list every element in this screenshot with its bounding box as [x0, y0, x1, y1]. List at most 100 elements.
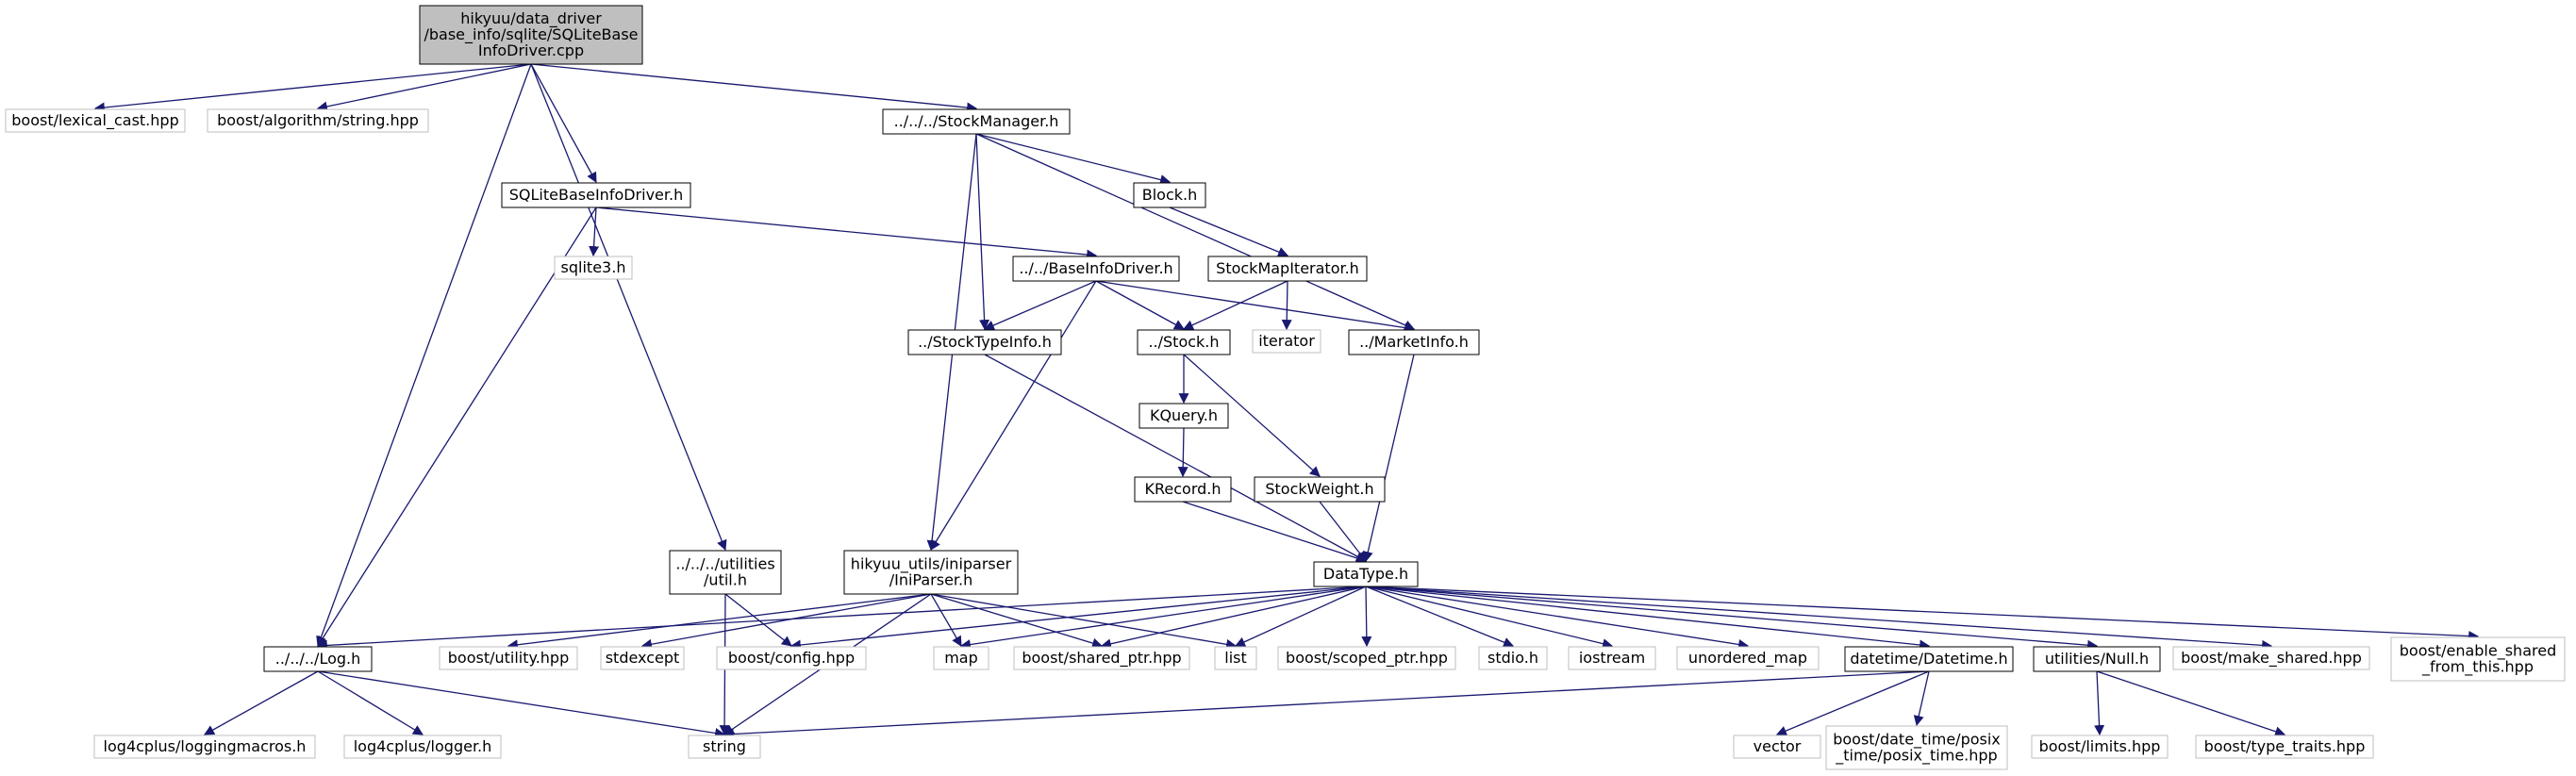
node-label: StockWeight.h	[1265, 480, 1373, 498]
edge-iniparser-to-boost_utility	[507, 593, 932, 651]
edge-datatype-to-datetime	[1365, 586, 1931, 651]
node-stocktypeinfo[interactable]: ../StockTypeInfo.h	[907, 329, 1062, 355]
edge-marketinfo-to-datatype	[1362, 354, 1415, 563]
edge-iniparser-to-boost_shared_ptr	[930, 593, 1104, 649]
node-stockweight[interactable]: StockWeight.h	[1254, 476, 1386, 503]
node-label: ../../../StockManager.h	[894, 112, 1059, 130]
edge-datetime-to-vector	[1775, 670, 1930, 736]
node-vector: vector	[1733, 735, 1821, 759]
node-string: string	[688, 735, 761, 759]
edge-kquery-to-krecord	[1177, 427, 1188, 478]
node-label: datetime/Datetime.h	[1850, 650, 2007, 668]
edge-iniparser-to-list	[930, 593, 1238, 650]
node-box	[716, 646, 867, 670]
node-datatype[interactable]: DataType.h	[1313, 561, 1419, 587]
edge-datatype-to-make_shared	[1365, 586, 2273, 651]
node-null[interactable]: utilities/Null.h	[2033, 646, 2161, 672]
nodes-layer: hikyuu/data_driver/base_info/sqlite/SQLi…	[5, 5, 2566, 770]
edge-null-to-type_traits	[2096, 670, 2286, 737]
node-box	[2172, 646, 2370, 670]
node-limits: boost/limits.hpp	[2031, 735, 2169, 759]
node-label: ../StockTypeInfo.h	[918, 333, 1052, 351]
node-boost_scoped_ptr: boost/scoped_ptr.hpp	[1277, 646, 1456, 670]
node-box	[1207, 256, 1368, 282]
edge-block-to-stockmapiterator	[1169, 206, 1289, 257]
node-kquery[interactable]: KQuery.h	[1138, 403, 1229, 429]
node-label: /util.h	[704, 571, 747, 589]
node-stdio: stdio.h	[1478, 646, 1548, 670]
node-box	[263, 646, 373, 672]
edge-datatype-to-enable_shared	[1365, 586, 2480, 642]
node-box	[1138, 403, 1229, 429]
edge-log-to-logger	[317, 670, 424, 735]
node-label: _from_this.hpp	[2421, 658, 2534, 677]
node-label: boost/lexical_cast.hpp	[11, 111, 178, 130]
edge-datatype-to-boost_scoped_ptr	[1361, 586, 1372, 648]
edge-stockmapiterator-to-stock	[1183, 280, 1288, 330]
node-box	[1134, 476, 1232, 503]
node-box	[5, 108, 186, 133]
node-stdexcept: stdexcept	[600, 646, 685, 670]
node-box	[1214, 646, 1257, 670]
node-stockmapiterator[interactable]: StockMapIterator.h	[1207, 256, 1368, 282]
edge-stockmanager-to-stocktypeinfo	[975, 133, 990, 331]
node-box	[1313, 561, 1419, 587]
node-boost_config: boost/config.hpp	[716, 646, 867, 670]
node-label: boost/algorithm/string.hpp	[217, 111, 419, 129]
node-label: KRecord.h	[1145, 480, 1222, 498]
node-box	[2033, 646, 2161, 672]
edge-iniparser-to-map	[930, 593, 962, 647]
node-label: hikyuu_utils/iniparser	[851, 555, 1012, 574]
node-list: list	[1214, 646, 1257, 670]
node-box	[1013, 646, 1190, 670]
node-box	[1252, 329, 1321, 354]
edge-baseinfodriver-to-iniparser	[930, 280, 1097, 551]
node-label: /base_info/sqlite/SQLiteBase	[424, 25, 638, 44]
edge-root-to-sqlite_driver_h	[530, 63, 597, 183]
node-root[interactable]: hikyuu/data_driver/base_info/sqlite/SQLi…	[419, 5, 643, 65]
node-label: hikyuu/data_driver	[460, 9, 602, 28]
node-box	[439, 646, 578, 670]
node-baseinfodriver[interactable]: ../../BaseInfoDriver.h	[1012, 256, 1180, 282]
node-log[interactable]: ../../../Log.h	[263, 646, 373, 672]
node-sqlite_driver_h[interactable]: SQLiteBaseInfoDriver.h	[501, 182, 691, 208]
edge-datatype-to-stdio	[1365, 586, 1515, 648]
edge-datetime-to-posix_time	[1913, 670, 1930, 727]
node-label: boost/enable_shared	[2400, 642, 2556, 661]
edge-stocktypeinfo-to-datatype	[984, 354, 1367, 562]
node-util[interactable]: ../../../utilities/util.h	[669, 550, 782, 595]
node-box	[1137, 329, 1231, 355]
node-label: boost/type_traits.hpp	[2204, 737, 2366, 756]
node-block[interactable]: Block.h	[1133, 182, 1206, 208]
node-label: iostream	[1579, 649, 1645, 667]
node-label: /IniParser.h	[889, 571, 973, 589]
edge-datatype-to-iostream	[1365, 586, 1614, 650]
node-box	[1348, 329, 1480, 355]
edge-root-to-util	[530, 63, 727, 552]
node-box	[843, 550, 1019, 595]
node-label: boost/scoped_ptr.hpp	[1286, 649, 1448, 668]
node-logger: log4cplus/logger.h	[343, 735, 502, 759]
node-label: InfoDriver.cpp	[478, 41, 584, 59]
node-box	[669, 550, 782, 595]
node-label: iterator	[1258, 332, 1315, 350]
node-label: ../MarketInfo.h	[1359, 333, 1469, 351]
node-iniparser[interactable]: hikyuu_utils/iniparser/IniParser.h	[843, 550, 1019, 595]
node-label: ../../../utilities	[675, 555, 774, 573]
node-marketinfo[interactable]: ../MarketInfo.h	[1348, 329, 1480, 355]
edge-iniparser-to-stdexcept	[640, 593, 932, 650]
edge-log-to-string	[317, 670, 726, 738]
node-stockmanager[interactable]: ../../../StockManager.h	[882, 108, 1071, 135]
node-label: log4cplus/logger.h	[354, 737, 492, 755]
node-label: KQuery.h	[1150, 406, 1218, 424]
edge-stock-to-stockweight	[1183, 354, 1321, 477]
node-krecord[interactable]: KRecord.h	[1134, 476, 1232, 503]
edge-sqlite_driver_h-to-sqlite3	[589, 206, 600, 257]
node-datetime[interactable]: datetime/Datetime.h	[1844, 646, 2014, 672]
edge-baseinfodriver-to-marketinfo	[1095, 280, 1416, 333]
node-make_shared: boost/make_shared.hpp	[2172, 646, 2370, 670]
node-stock[interactable]: ../Stock.h	[1137, 329, 1231, 355]
edge-datatype-to-null	[1365, 586, 2099, 651]
node-label: boost/shared_ptr.hpp	[1022, 649, 1181, 668]
edge-root-to-stockmanager	[530, 63, 978, 113]
